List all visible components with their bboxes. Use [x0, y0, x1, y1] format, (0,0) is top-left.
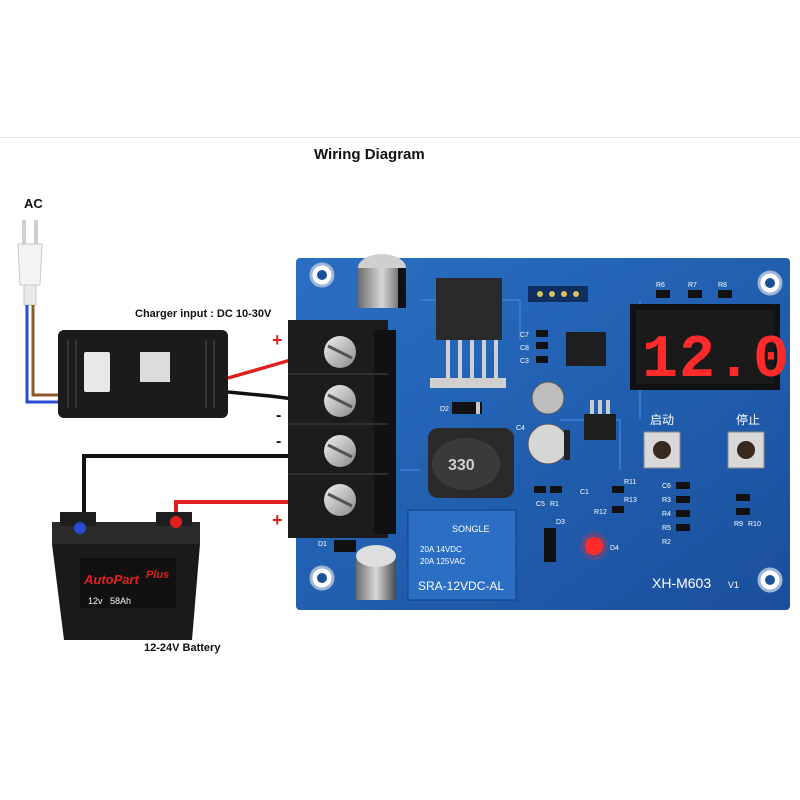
terminal-screw	[324, 484, 356, 516]
silk-label: C5	[536, 501, 545, 508]
ac-plug	[17, 220, 43, 306]
terminal-plus-top: +	[272, 330, 283, 350]
silk-label: R1	[550, 501, 559, 508]
battery-label: 12-24V Battery	[144, 642, 221, 654]
battery-subbrand: Plus	[146, 569, 169, 581]
silk-label: R5	[662, 525, 671, 532]
silk-label: D1	[318, 541, 327, 548]
silk-label: C3	[520, 358, 529, 365]
charger-adapter	[58, 330, 228, 418]
terminal-screw	[324, 385, 356, 417]
silk-label: R9	[734, 521, 743, 528]
silk-label: R12	[594, 509, 607, 516]
battery-capacity: 58Ah	[110, 596, 131, 606]
charger-input-label: Charger input : DC 10-30V	[135, 308, 272, 320]
terminal-block	[288, 320, 396, 538]
silk-label: R6	[656, 282, 665, 289]
board-version: V1	[728, 580, 739, 590]
page-title: Wiring Diagram	[314, 146, 425, 163]
terminal-plus-bottom: +	[272, 510, 283, 530]
terminal-minus-top: -	[276, 407, 281, 424]
terminal-minus-bottom: -	[276, 433, 281, 450]
start-button	[643, 431, 681, 469]
relay-rating-2: 20A 125VAC	[420, 557, 465, 566]
silk-label: R13	[624, 497, 637, 504]
stop-button	[727, 431, 765, 469]
silk-label: R2	[662, 539, 671, 546]
silk-label: C7	[520, 332, 529, 339]
battery-voltage: 12v	[88, 596, 103, 606]
silk-label: R7	[688, 282, 697, 289]
silk-label: D3	[556, 519, 565, 526]
terminal-screw	[324, 435, 356, 467]
inductor-code: 330	[448, 457, 475, 474]
relay-rating-1: 20A 14VDC	[420, 545, 462, 554]
silk-label: R10	[748, 521, 761, 528]
header-divider	[0, 137, 800, 138]
battery-brand: AutoPart	[83, 572, 140, 587]
display-value: 12.0	[642, 327, 790, 395]
silk-label: C1	[580, 489, 589, 496]
silk-label: C4	[516, 425, 525, 432]
silk-label: R4	[662, 511, 671, 518]
relay-model: SRA-12VDC-AL	[418, 579, 504, 593]
silk-label: R3	[662, 497, 671, 504]
silk-label: C6	[662, 483, 671, 490]
pcb-board: 330 SONGLE 20A 14VDC 20A 125VAC SRA-12VD…	[296, 254, 790, 610]
stop-button-label: 停止	[736, 412, 760, 427]
silk-label: D4	[610, 545, 619, 552]
car-battery: AutoPart Plus 12v 58Ah	[52, 512, 200, 640]
silk-label: R11	[624, 479, 636, 486]
silk-label: D2	[440, 406, 449, 413]
ac-label: AC	[24, 196, 43, 211]
start-button-label: 启动	[650, 413, 674, 427]
battery-wires	[82, 454, 318, 528]
board-model: XH-M603	[652, 575, 711, 591]
silk-label: C8	[520, 345, 529, 352]
relay-brand: SONGLE	[452, 524, 490, 534]
terminal-screw	[324, 336, 356, 368]
silk-label: R8	[718, 282, 727, 289]
ac-wires	[25, 305, 60, 404]
